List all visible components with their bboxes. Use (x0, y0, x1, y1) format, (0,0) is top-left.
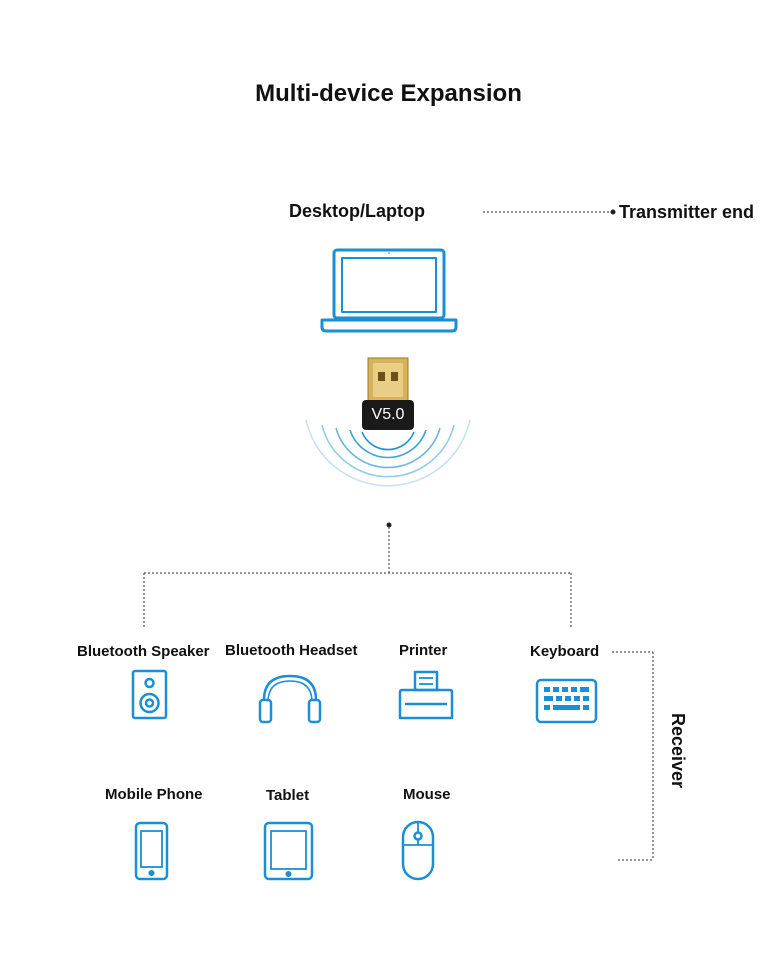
tablet-icon (263, 821, 314, 881)
keyboard-icon (535, 678, 598, 724)
laptop-icon (320, 248, 458, 333)
device-label-bluetooth-speaker: Bluetooth Speaker (77, 643, 210, 660)
receiver-bracket (612, 651, 654, 861)
device-label-printer: Printer (399, 642, 448, 659)
bluetooth-adapter-icon (367, 357, 409, 403)
device-label-mobile-phone: Mobile Phone (105, 786, 203, 803)
device-label-keyboard: Keyboard (530, 643, 600, 660)
receiver-label: Receiver (668, 712, 689, 789)
mouse-icon (401, 820, 435, 881)
transmitter-connector (483, 209, 616, 215)
headset-icon (258, 674, 322, 724)
device-label-bluetooth-headset: Bluetooth Headset (225, 642, 358, 659)
speaker-icon (131, 669, 168, 720)
printer-icon (398, 670, 454, 720)
signal-waves-icon (305, 419, 471, 487)
phone-icon (134, 821, 169, 881)
device-label-tablet: Tablet (266, 787, 310, 804)
transmitter-label: Transmitter end (619, 202, 755, 222)
device-tree-connector (143, 522, 572, 628)
diagram-title: Multi-device Expansion (255, 80, 522, 107)
device-label-mouse: Mouse (403, 786, 451, 803)
source-label: Desktop/Laptop (289, 201, 426, 221)
adapter-version-badge: V5.0 (362, 400, 414, 430)
